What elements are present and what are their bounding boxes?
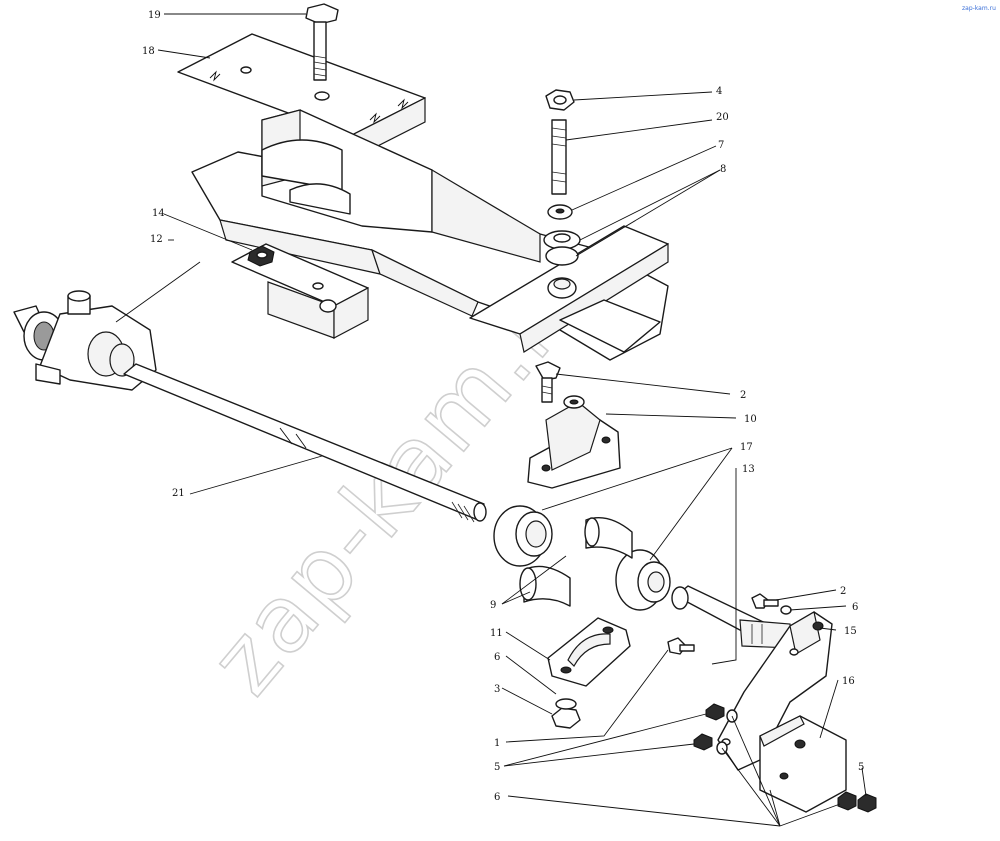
callout-6-bottom: 6 xyxy=(494,792,500,803)
callout-6-mid: 6 xyxy=(494,652,500,663)
part-3-nut xyxy=(551,698,581,729)
callout-7: 7 xyxy=(718,140,724,151)
part-4-nut xyxy=(545,89,575,111)
callout-14: 14 xyxy=(152,208,165,219)
corner-mark: zap-kam.ru xyxy=(962,5,996,12)
callout-4: 4 xyxy=(716,86,722,97)
callout-16: 16 xyxy=(842,676,855,687)
part-10-bearing-support xyxy=(527,395,621,489)
frame-channel xyxy=(191,109,669,361)
callout-1: 1 xyxy=(494,738,500,749)
part-2-bolt-upper xyxy=(535,361,561,403)
callout-5-right: 5 xyxy=(858,762,864,773)
callout-19: 19 xyxy=(148,10,161,21)
callout-15: 15 xyxy=(844,626,857,637)
part-1-bolt xyxy=(667,637,695,655)
callout-12: 12 xyxy=(150,234,163,245)
part-11-clamp xyxy=(547,617,631,687)
callout-6-upper: 6 xyxy=(852,602,858,613)
callout-2-lower: 2 xyxy=(840,586,846,597)
callout-18: 18 xyxy=(142,46,155,57)
callout-numbers: 19 18 4 20 7 8 14 12 2 10 17 13 21 2 6 1… xyxy=(142,10,864,803)
callout-8: 8 xyxy=(720,164,726,175)
part-17-cushions xyxy=(493,505,671,611)
part-8-bushings xyxy=(543,230,581,299)
part-21-shaft xyxy=(123,363,487,523)
part-7-washer xyxy=(547,204,573,220)
part-14-bracket xyxy=(231,243,369,339)
part-19-bolt xyxy=(305,3,339,81)
part-12-gear-housing xyxy=(13,290,157,391)
part-13-intermediate-shaft xyxy=(671,585,793,649)
callout-5-left: 5 xyxy=(494,762,500,773)
callout-10: 10 xyxy=(744,414,757,425)
part-16-mount-block xyxy=(759,715,847,813)
callout-11: 11 xyxy=(490,628,503,639)
callout-3: 3 xyxy=(494,684,500,695)
part-20-stud xyxy=(551,119,567,195)
part-2-bolt-lower xyxy=(751,593,792,615)
callout-20: 20 xyxy=(716,112,729,123)
part-15-bracket xyxy=(717,611,833,771)
leader-lines xyxy=(115,13,867,827)
callout-2-upper: 2 xyxy=(740,390,746,401)
callout-21: 21 xyxy=(172,488,185,499)
callout-17: 17 xyxy=(740,442,753,453)
callout-13: 13 xyxy=(742,464,755,475)
callout-9: 9 xyxy=(490,600,496,611)
